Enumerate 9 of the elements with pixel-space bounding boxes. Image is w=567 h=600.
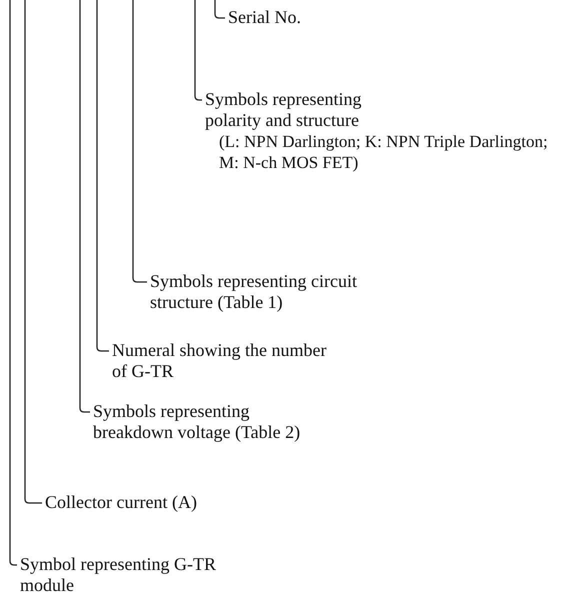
part-label: Serial No. [228, 7, 302, 28]
part-label: Symbol representing G-TR module [20, 554, 217, 596]
part-label: Symbols representing polarity and structure [205, 89, 362, 131]
part-label: Symbols representing breakdown voltage (Table 2) [93, 401, 302, 443]
part-label: Symbols representing circuit structure (Table 1) [150, 271, 358, 313]
part-label: Numeral showing the number of G-TR [112, 340, 328, 382]
part-label: Collector current (A) [45, 492, 198, 513]
code-note: (L: NPN Darlington; K: NPN Triple Darlington; M: N-ch MOS FET) [219, 131, 549, 173]
leader-line [24, 0, 42, 504]
